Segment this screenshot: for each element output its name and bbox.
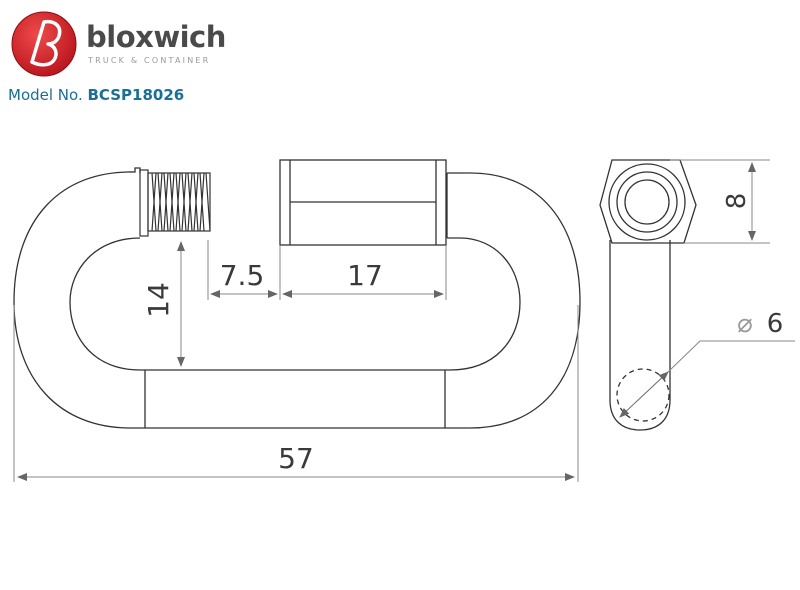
model-value: BCSP18026	[87, 86, 185, 104]
diameter-symbol-icon: ⌀	[737, 309, 753, 339]
brand-name: bloxwich	[86, 20, 226, 54]
model-number: Model No. BCSP18026	[8, 86, 184, 104]
quick-link-side-view	[13, 159, 581, 429]
link-outer-outline	[13, 167, 581, 429]
link-inner-outline	[69, 237, 521, 371]
dim-label-hex-size: 8	[722, 193, 752, 210]
brand-logo: bloxwich TRUCK & CONTAINER	[10, 10, 230, 82]
dim-label-gap: 7.5	[220, 259, 265, 292]
brand-tagline: TRUCK & CONTAINER	[88, 56, 211, 65]
hex-nut-outline	[599, 159, 697, 244]
dimension-wire-diameter: ⌀ 6	[737, 309, 783, 339]
model-label: Model No.	[8, 86, 83, 104]
link-end-view	[599, 159, 795, 431]
sleeve-nut	[279, 159, 447, 246]
dim-label-inner-height: 14	[142, 282, 175, 318]
dim-label-overall-length: 57	[278, 442, 314, 475]
dimension-sleeve-length	[282, 245, 447, 300]
threaded-end	[139, 169, 211, 237]
dim-label-sleeve-length: 17	[347, 259, 383, 292]
dim-label-wire-diameter: 6	[767, 309, 784, 339]
dimension-overall-length	[13, 305, 579, 482]
bloxwich-logo-icon	[11, 11, 77, 77]
dimension-gap	[207, 240, 281, 300]
dimension-hex-size	[670, 159, 770, 244]
